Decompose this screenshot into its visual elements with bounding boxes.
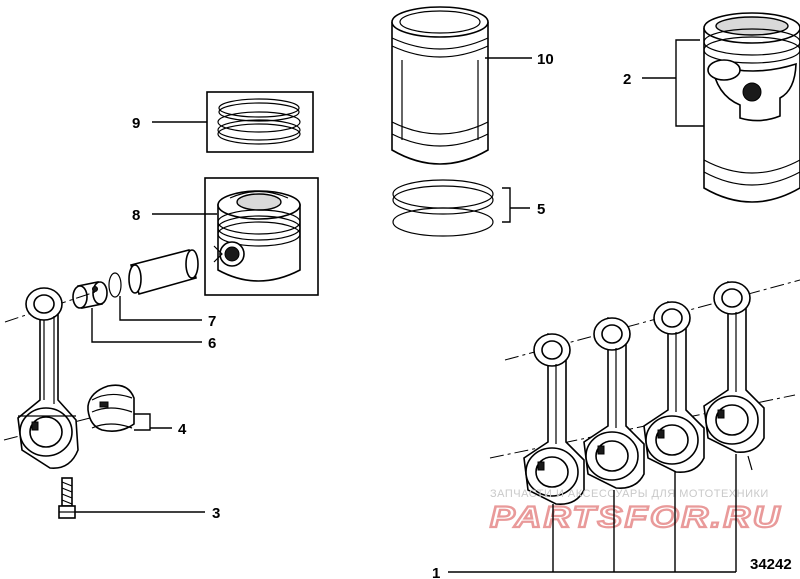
piston-assembly: [204, 177, 319, 296]
connecting-rod-3: [643, 301, 705, 474]
callout-5: 5: [537, 201, 545, 218]
liner-piston-kit: [703, 12, 800, 203]
liner-seal-rings: [392, 179, 494, 237]
callout-9: 9: [132, 115, 140, 132]
connecting-rod-bearing: [87, 384, 135, 432]
callout-10: 10: [537, 51, 554, 68]
callout-7: 7: [208, 313, 216, 330]
connecting-rod-4: [703, 281, 765, 471]
callout-4: 4: [178, 421, 187, 438]
connecting-rod-set: [489, 279, 800, 506]
callout-8: 8: [132, 207, 140, 224]
leader-lines: [75, 39, 737, 573]
callout-6: 6: [208, 335, 216, 352]
watermark-tagline: ЗАПЧАСТИ И АКСЕССУАРЫ ДЛЯ МОТОТЕХНИКИ: [490, 488, 769, 500]
connecting-rod-2: [583, 317, 645, 490]
callout-2: 2: [623, 71, 631, 88]
retaining-ring: [108, 272, 122, 298]
watermark: ЗАПЧАСТИ И АКСЕССУАРЫ ДЛЯ МОТОТЕХНИКИ PA…: [489, 488, 782, 535]
callout-labels: 9 8 10 5 2 7 6 4 3 1 34242: [132, 51, 792, 579]
connecting-rod-bolt: [58, 477, 76, 519]
connecting-rod-single: [3, 287, 96, 469]
watermark-logo: PARTSFOR.RU: [490, 501, 782, 534]
cylinder-liner: [391, 6, 489, 165]
callout-3: 3: [212, 505, 220, 522]
drawing-number: 34242: [750, 556, 792, 573]
piston-ring-set: [206, 91, 314, 153]
connecting-rod-1: [523, 333, 585, 506]
connecting-rod-bushing: [72, 281, 108, 309]
piston-pin: [128, 249, 199, 295]
callout-1: 1: [432, 565, 440, 579]
